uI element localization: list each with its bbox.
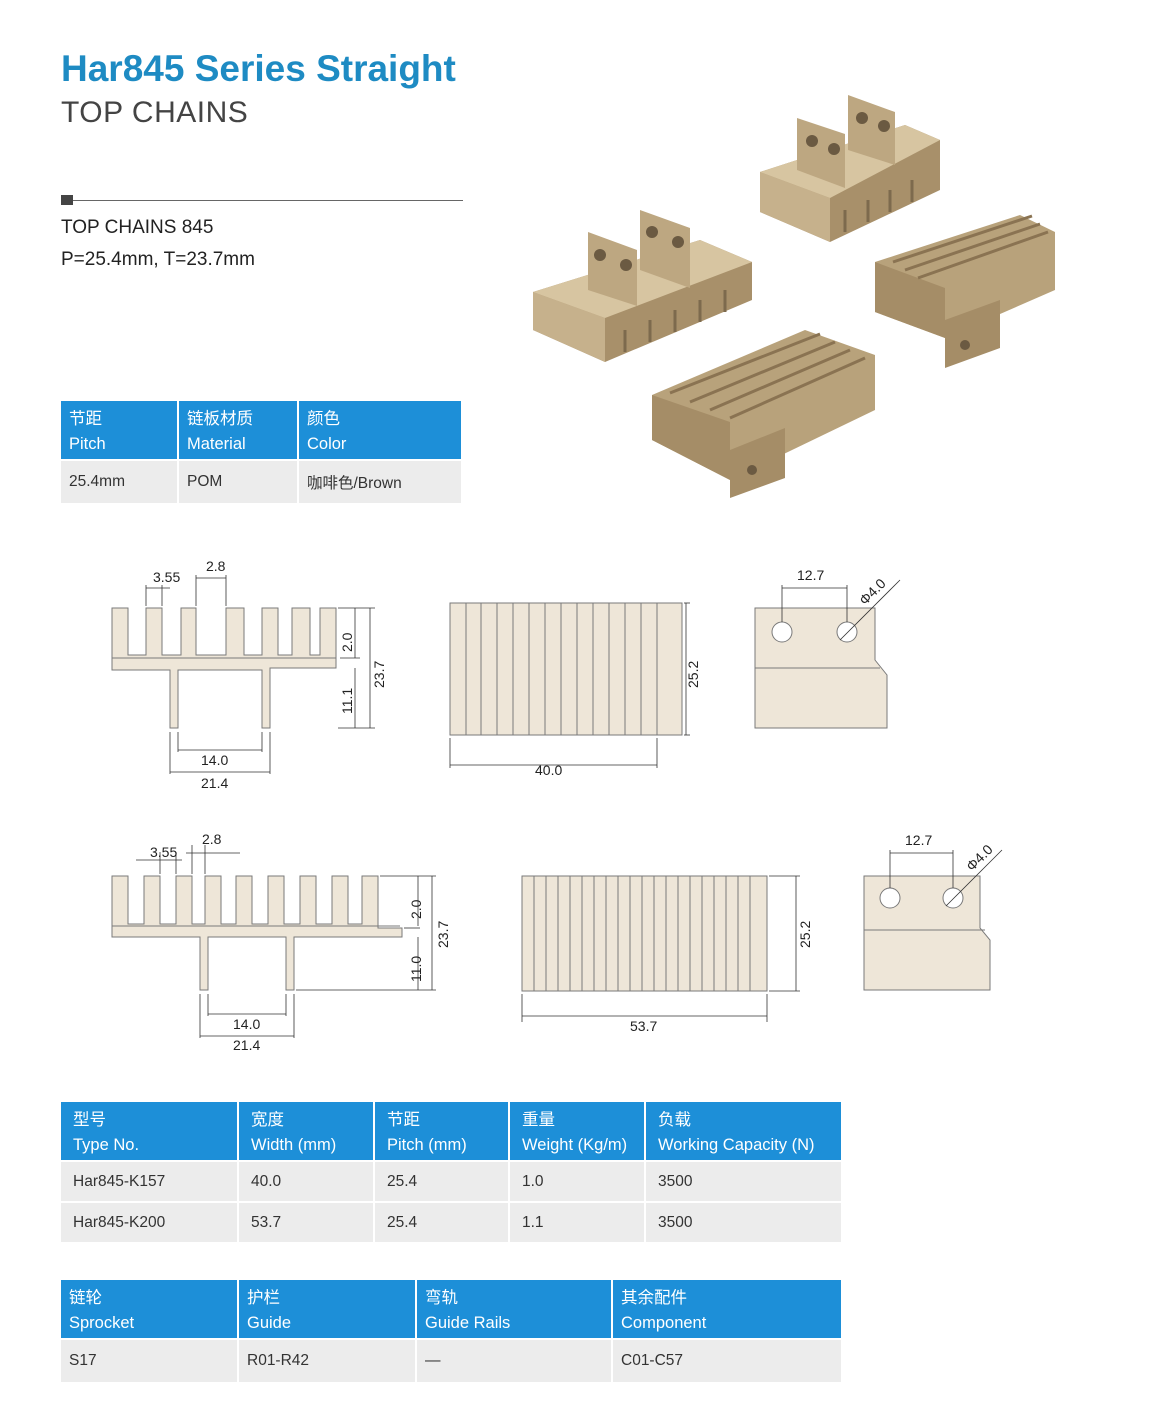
- page-subtitle: TOP CHAINS: [61, 96, 249, 129]
- dim-chain-width: 40.0: [535, 762, 562, 778]
- cell-component: C01-C57: [612, 1338, 841, 1382]
- dim-tab-height: 11.1: [339, 688, 355, 714]
- dim-chain-width: 53.7: [630, 1018, 657, 1034]
- cell-width: 40.0: [238, 1160, 375, 1202]
- dim-hole-diameter: Φ4.0: [963, 841, 996, 874]
- dim-tab-height: 11.0: [408, 956, 424, 982]
- dim-fin-gap: 3.55: [153, 569, 180, 585]
- cell-material: POM: [178, 459, 299, 503]
- cell-width: 53.7: [238, 1201, 375, 1242]
- mount-hole-1: [771, 621, 793, 643]
- dim-inner-width: 14.0: [201, 752, 228, 768]
- dim-chain-depth: 25.2: [797, 921, 813, 948]
- dim-base-thickness: 2.0: [339, 632, 355, 652]
- cell-capacity: 3500: [645, 1160, 841, 1202]
- dim-fin-gap: 3.55: [150, 844, 177, 860]
- table-row: 25.4mm POM 咖啡色/Brown: [61, 459, 461, 503]
- cell-type-no: Har845-K200: [61, 1201, 239, 1242]
- chain-tabs-up-left: [533, 210, 752, 362]
- dim-hole-diameter: Φ4.0: [856, 575, 889, 608]
- top-view-body: [449, 602, 683, 736]
- top-view-body: [521, 875, 768, 992]
- page-title: Har845 Series Straight: [61, 48, 456, 89]
- chain-fins-up-bottom: [652, 330, 875, 498]
- table-row: S17 R01-R42 — C01-C57: [61, 1338, 841, 1382]
- chain-fins-up-right: [875, 214, 1055, 368]
- cell-guide: R01-R42: [238, 1338, 417, 1382]
- dim-hole-spacing: 12.7: [905, 832, 932, 848]
- dim-fin-width: 2.8: [202, 831, 222, 847]
- spec-model: TOP CHAINS 845: [61, 217, 214, 238]
- cell-weight: 1.1: [509, 1201, 646, 1242]
- cell-weight: 1.0: [509, 1160, 646, 1202]
- cell-sprocket: S17: [61, 1338, 239, 1382]
- mount-hole-2: [836, 621, 858, 643]
- dim-fin-width: 2.8: [206, 558, 226, 574]
- dim-base-thickness: 2.0: [408, 899, 424, 919]
- cell-pitch: 25.4mm: [61, 459, 179, 503]
- cell-type-no: Har845-K157: [61, 1160, 239, 1202]
- cell-pitch: 25.4: [374, 1201, 510, 1242]
- dim-total-height: 23.7: [435, 921, 451, 948]
- front-view-profile: [111, 875, 403, 991]
- cell-color: 咖啡色/Brown: [298, 459, 461, 503]
- dim-total-height: 23.7: [371, 661, 387, 688]
- divider-bullet: [61, 195, 73, 205]
- dim-outer-width: 21.4: [233, 1037, 260, 1053]
- dim-outer-width: 21.4: [201, 775, 228, 791]
- dim-chain-depth: 25.2: [685, 661, 701, 688]
- cell-capacity: 3500: [645, 1201, 841, 1242]
- spec-dimensions: P=25.4mm, T=23.7mm: [61, 249, 255, 270]
- cell-guide-rails: —: [416, 1338, 613, 1382]
- front-view-profile: [111, 607, 337, 729]
- divider-line: [73, 200, 463, 201]
- drawing-k200: 3.55 2.8 2.0 23.7 11.0 14.0 21.4 53.7 25…: [111, 831, 1003, 1053]
- product-illustration: [533, 95, 1055, 498]
- chain-tabs-up-right: [760, 95, 940, 242]
- cell-pitch: 25.4: [374, 1160, 510, 1202]
- mount-hole-1: [879, 887, 901, 909]
- dim-hole-spacing: 12.7: [797, 567, 824, 583]
- drawing-k157: 3.55 2.8 2.0 23.7 11.1 14.0 21.4 40.0 25…: [111, 558, 901, 791]
- dim-inner-width: 14.0: [233, 1016, 260, 1032]
- table-row: Har845-K200 53.7 25.4 1.1 3500: [61, 1201, 841, 1242]
- table-row: Har845-K157 40.0 25.4 1.0 3500: [61, 1160, 841, 1202]
- mount-hole-2: [942, 887, 964, 909]
